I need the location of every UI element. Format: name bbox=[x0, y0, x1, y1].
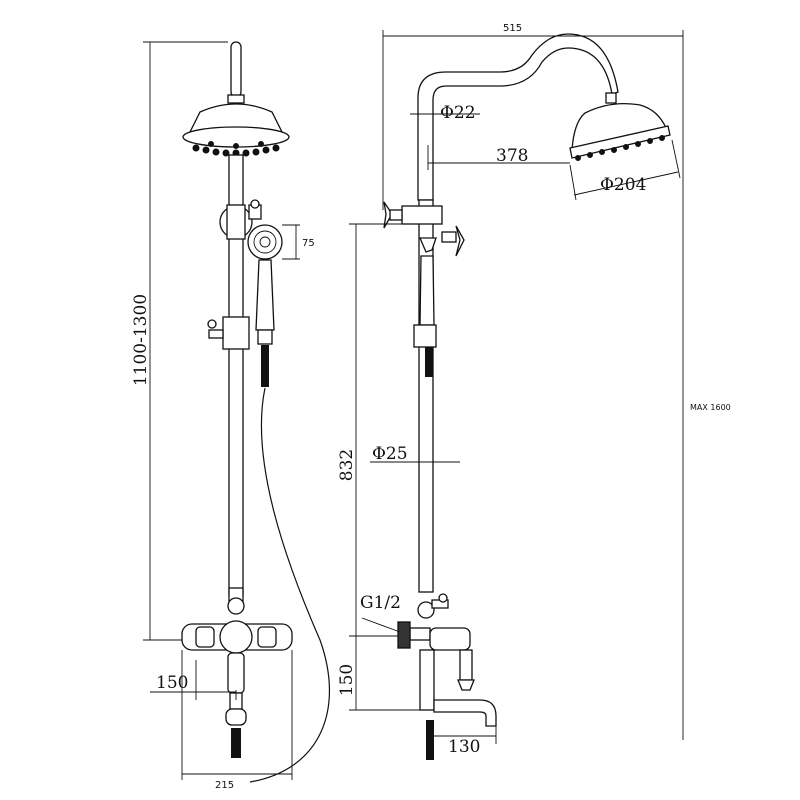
dim-riser-height: 1100-1300 bbox=[131, 294, 151, 386]
dim-spout-reach: 130 bbox=[448, 737, 480, 757]
dim-head-dia: Φ204 bbox=[600, 175, 646, 195]
dim-centres-front: 150 bbox=[156, 673, 188, 693]
dim-base-width: 215 bbox=[215, 780, 234, 791]
dim-head-small: 75 bbox=[302, 238, 315, 249]
side-view-dimensions bbox=[349, 30, 684, 744]
dim-arm-reach: 378 bbox=[496, 146, 528, 166]
dim-overall-width: 515 bbox=[503, 23, 522, 34]
dim-max-height: MAX 1600 bbox=[690, 403, 731, 412]
front-view bbox=[181, 41, 331, 783]
dim-inlet-to-arm: 832 bbox=[337, 449, 357, 481]
dim-centres-side: 150 bbox=[337, 664, 357, 696]
side-head-nozzles bbox=[575, 135, 665, 161]
front-view-dimensions bbox=[143, 41, 300, 780]
side-view bbox=[383, 33, 671, 760]
dim-riser-tube-dia: Φ25 bbox=[372, 444, 408, 464]
shower-head-nozzles bbox=[192, 141, 280, 157]
dim-inlet-thread: G1/2 bbox=[360, 593, 401, 613]
dim-arm-pipe-dia: Φ22 bbox=[440, 103, 476, 123]
